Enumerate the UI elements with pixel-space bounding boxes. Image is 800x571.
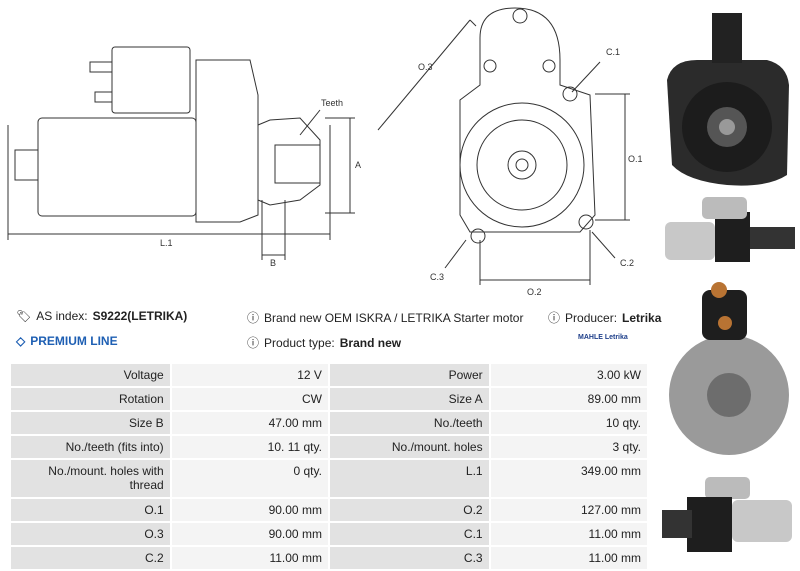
label-o1: O.1 [628, 154, 643, 164]
spec-value: 10. 11 qty. [171, 436, 328, 458]
spec-label: No./teeth [329, 412, 489, 434]
spec-value: 90.00 mm [171, 523, 328, 545]
tag-icon: 🏷 [16, 309, 32, 323]
brand-logo-text: MAHLE Letrika [578, 334, 628, 341]
label-c2: C.2 [620, 258, 634, 268]
spec-value: 10 qty. [490, 412, 647, 434]
spec-label: O.3 [11, 523, 170, 545]
solenoid [111, 46, 191, 114]
description: ⓘ Brand new OEM ISKRA / LETRIKA Starter … [247, 309, 523, 326]
product-type-label: Product type: [264, 335, 335, 350]
product-photos [657, 0, 800, 569]
spec-label: C.2 [11, 547, 170, 569]
gear-housing [195, 59, 259, 223]
technical-drawing: Teeth A B L.1 O.1 O.2 O.3 C.1 C.2 C.3 [7, 7, 643, 297]
spec-label: Rotation [11, 388, 170, 410]
info-icon: ⓘ [247, 336, 260, 350]
spec-label: No./mount. holes [329, 436, 489, 458]
photo-side-view-2 [662, 477, 792, 552]
spec-value: CW [171, 388, 328, 410]
premium-line-label: PREMIUM LINE [30, 334, 118, 348]
spec-value: 89.00 mm [490, 388, 647, 410]
spec-label: Size B [11, 412, 170, 434]
spec-value: 3.00 kW [490, 364, 647, 386]
spec-value: 47.00 mm [171, 412, 328, 434]
as-index: 🏷 AS index: S9222(LETRIKA) [16, 309, 187, 323]
spec-label: O.1 [11, 499, 170, 521]
spec-value: 127.00 mm [490, 499, 647, 521]
spec-value: 3 qty. [490, 436, 647, 458]
photo-side-view [665, 197, 795, 262]
label-teeth: Teeth [321, 98, 343, 108]
label-c1: C.1 [606, 47, 620, 57]
label-o2: O.2 [527, 287, 542, 297]
as-index-value: S9222(LETRIKA) [92, 309, 188, 323]
spec-label: No./mount. holes with thread [11, 460, 170, 497]
spec-value: 90.00 mm [171, 499, 328, 521]
info-icon: ⓘ [247, 311, 260, 325]
producer-label: Producer: [565, 310, 618, 325]
spec-label: Size A [329, 388, 489, 410]
product-type-value: Brand new [339, 335, 402, 350]
spec-label: C.1 [329, 523, 489, 545]
label-l1: L.1 [160, 238, 173, 248]
front-flange [459, 7, 596, 233]
spec-value: 11.00 mm [171, 547, 328, 569]
spec-label: No./teeth (fits into) [11, 436, 170, 458]
label-o3: O.3 [418, 62, 433, 72]
diamond-icon: ◇ [16, 334, 26, 348]
spec-value: 349.00 mm [490, 460, 647, 497]
as-index-label: AS index: [36, 309, 88, 323]
product-type: ⓘ Product type: Brand new [247, 334, 401, 351]
motor-body [37, 117, 197, 217]
producer: ⓘ Producer: Letrika [548, 309, 661, 326]
label-c3: C.3 [430, 272, 444, 282]
photo-rear-view [669, 282, 789, 455]
spec-value: 11.00 mm [490, 547, 647, 569]
spec-label: Power [329, 364, 489, 386]
photo-front-view [667, 13, 789, 186]
spec-row: No./teeth (fits into)10. 11 qty.No./moun… [11, 436, 647, 458]
info-icon: ⓘ [548, 311, 561, 325]
spec-label: C.3 [329, 547, 489, 569]
premium-line: ◇ PREMIUM LINE [16, 334, 118, 348]
producer-value: Letrika [622, 310, 662, 325]
spec-value: 11.00 mm [490, 523, 647, 545]
spec-value: 0 qty. [171, 460, 328, 497]
brand-logo: MAHLE Letrika [578, 334, 628, 341]
label-b: B [270, 258, 276, 268]
description-text: Brand new OEM ISKRA / LETRIKA Starter mo… [264, 310, 524, 325]
label-a: A [355, 160, 361, 170]
product-info: 🏷 AS index: S9222(LETRIKA) ⓘ Brand new O… [14, 305, 661, 355]
spec-label: Voltage [11, 364, 170, 386]
spec-value: 12 V [171, 364, 328, 386]
spec-label: O.2 [329, 499, 489, 521]
spec-label: L.1 [329, 460, 489, 497]
